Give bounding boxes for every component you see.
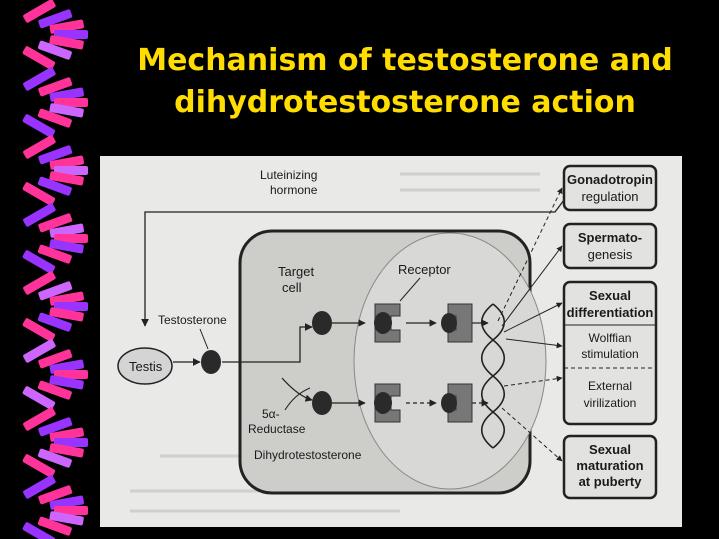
svg-text:Sexual: Sexual <box>589 288 631 303</box>
border-ribbon-segment <box>38 9 73 29</box>
border-ribbon-segment <box>37 108 72 128</box>
outcome-spermatogenesis: Spermato- genesis <box>562 222 658 270</box>
border-ribbon-segment <box>37 312 72 332</box>
border-ribbon-segment <box>23 407 56 431</box>
outcome-arrows <box>497 187 563 462</box>
svg-text:regulation: regulation <box>581 189 638 204</box>
target-cell-label-1: Target <box>278 264 315 279</box>
border-ribbon-segment <box>38 349 73 369</box>
border-ribbon-segment <box>38 77 73 97</box>
border-ribbon-segment <box>37 516 72 536</box>
slide-title: Mechanism of testosterone and dihydrotes… <box>100 40 710 124</box>
border-ribbon-segment <box>22 182 56 206</box>
lh-label-1: Luteinizing <box>260 168 317 182</box>
title-line-1: Mechanism of testosterone and <box>137 43 673 78</box>
svg-text:Gonadotropin: Gonadotropin <box>567 172 653 187</box>
border-ribbon-segment <box>49 307 84 322</box>
border-ribbon-segment <box>22 454 56 478</box>
border-ribbon-segment <box>23 0 56 23</box>
testosterone-pointer <box>199 328 209 350</box>
border-ribbon-segment <box>22 250 56 274</box>
border-ribbon-segment <box>54 438 88 447</box>
border-ribbon-segment <box>23 67 56 91</box>
border-ribbon-segment <box>37 380 72 400</box>
testis <box>117 347 173 385</box>
border-ribbon-segment <box>22 522 56 539</box>
arrow-reductase <box>281 377 313 402</box>
border-ribbon-segment <box>49 511 84 526</box>
border-ribbon-segment <box>54 98 88 107</box>
border-ribbon-segment <box>49 239 84 254</box>
reductase-label-2: Reductase <box>248 422 306 436</box>
border-ribbon-segment <box>49 443 84 458</box>
svg-text:Sexual: Sexual <box>589 442 631 457</box>
border-ribbon-segment <box>54 370 88 379</box>
lh-label-2: hormone <box>270 183 318 197</box>
border-ribbon-segment <box>38 213 73 233</box>
receptor-unbound-bottom <box>374 383 401 423</box>
lh-feedback-line <box>141 191 571 327</box>
receptor-bound-top <box>441 303 473 343</box>
border-ribbon-segment <box>37 176 72 196</box>
border-ribbon-segment <box>22 386 56 410</box>
border-ribbon-segment <box>37 244 72 264</box>
svg-text:stimulation: stimulation <box>581 347 638 361</box>
dht-molecule-cell <box>312 391 332 415</box>
border-ribbon-segment <box>54 234 88 243</box>
border-ribbon-segment <box>22 46 56 70</box>
title-line-2: dihydrotestosterone action <box>174 85 636 120</box>
border-ribbon-segment <box>54 30 88 39</box>
testosterone-molecule-cell <box>312 311 332 335</box>
testosterone-label: Testosterone <box>158 313 227 327</box>
svg-text:genesis: genesis <box>588 247 633 262</box>
outcome-sexual-maturation: Sexual maturation at puberty <box>562 434 658 500</box>
outcome-sexual-differentiation: Sexual differentiation Wolffian stimulat… <box>562 280 658 426</box>
border-ribbon-segment <box>49 375 84 390</box>
svg-text:External: External <box>588 379 632 393</box>
svg-text:differentiation: differentiation <box>567 305 654 320</box>
border-ribbon-segment <box>37 40 72 60</box>
svg-text:Wolffian: Wolffian <box>589 331 632 345</box>
border-ribbon-segment <box>49 171 84 186</box>
border-ribbon-segment <box>22 318 56 342</box>
receptor-label: Receptor <box>398 262 451 277</box>
border-ribbon-segment <box>38 485 73 505</box>
reductase-label-1: 5α- <box>262 407 280 421</box>
border-ribbon-segment <box>38 417 73 437</box>
svg-text:maturation: maturation <box>576 458 643 473</box>
svg-text:Spermato-: Spermato- <box>578 230 642 245</box>
nucleus <box>353 232 547 490</box>
dht-label: Dihydrotestosterone <box>254 448 362 462</box>
svg-text:at puberty: at puberty <box>579 474 643 489</box>
decorative-border <box>22 0 88 539</box>
receptor-bound-bottom <box>441 383 473 423</box>
mechanism-diagram: Luteinizing hormone Target cell Receptor… <box>100 156 682 527</box>
border-ribbon-segment <box>37 448 72 468</box>
border-ribbon-segment <box>54 506 88 515</box>
testis-label: Testis <box>129 359 163 374</box>
border-ribbon-segment <box>23 203 56 227</box>
border-ribbon-segment <box>23 271 56 295</box>
reductase-curve <box>284 387 311 411</box>
border-ribbon-segment <box>54 166 88 175</box>
border-ribbon-segment <box>22 114 56 138</box>
border-ribbon-segment <box>23 475 56 499</box>
testosterone-molecule <box>201 350 221 374</box>
target-cell-label-2: cell <box>282 280 302 295</box>
arrow-into-cell <box>222 323 313 363</box>
border-ribbon-segment <box>54 302 88 311</box>
outcome-gonadotropin: Gonadotropin regulation <box>562 164 658 212</box>
receptor-pointer <box>399 277 421 302</box>
border-ribbon-segment <box>38 145 73 165</box>
dna-helix <box>480 303 506 449</box>
border-ribbon-segment <box>49 35 84 50</box>
border-ribbon-segment <box>23 339 56 363</box>
receptor-unbound-top <box>374 303 401 343</box>
border-ribbon-segment <box>49 103 84 118</box>
svg-text:virilization: virilization <box>584 396 637 410</box>
border-ribbon-segment <box>38 281 73 301</box>
border-ribbon-segment <box>23 135 56 159</box>
